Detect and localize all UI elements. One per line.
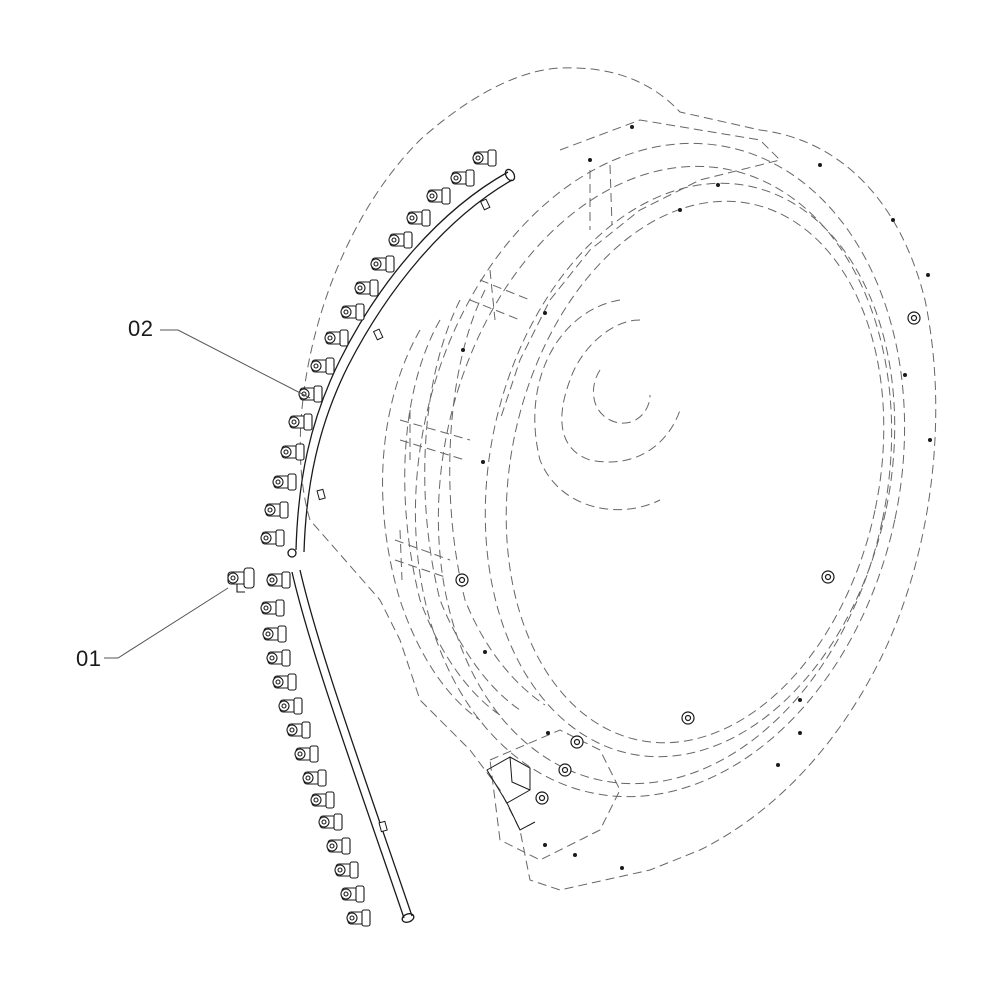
nozzle xyxy=(388,231,413,249)
nozzle xyxy=(340,885,365,903)
nozzle xyxy=(370,255,395,273)
callout-label-01: 01 xyxy=(76,646,102,671)
nozzle xyxy=(324,329,349,347)
nozzle xyxy=(450,169,475,187)
nozzle xyxy=(310,357,335,375)
nozzles-upper xyxy=(260,149,497,547)
lower-bracket xyxy=(486,756,536,831)
housing-phantom-outline xyxy=(299,67,937,891)
nozzle xyxy=(264,501,289,519)
nozzle xyxy=(354,279,379,297)
nozzle xyxy=(302,769,327,787)
housing-nuts xyxy=(455,311,921,805)
nozzle xyxy=(278,697,303,715)
nozzle xyxy=(472,149,497,167)
leader-02 xyxy=(160,329,311,399)
leader-lines xyxy=(104,329,311,659)
nozzle xyxy=(286,721,311,739)
nozzle xyxy=(310,791,335,809)
nozzle xyxy=(260,529,285,547)
part-01-nozzle xyxy=(227,567,255,593)
nozzle xyxy=(340,303,365,321)
nozzle xyxy=(280,443,305,461)
housing-holes xyxy=(461,125,932,870)
nozzle xyxy=(272,673,297,691)
nozzle xyxy=(260,599,285,617)
nozzle xyxy=(294,745,319,763)
nozzle xyxy=(406,209,431,227)
pipe-tabs xyxy=(316,198,491,833)
nozzle xyxy=(326,837,351,855)
nozzle xyxy=(426,187,451,205)
nozzle xyxy=(266,649,291,667)
nozzle xyxy=(288,413,313,431)
nozzle xyxy=(272,473,297,491)
callout-label-02: 02 xyxy=(128,316,154,341)
nozzle xyxy=(262,625,287,643)
nozzle xyxy=(334,861,359,879)
leader-01 xyxy=(104,587,229,659)
nozzles-lower xyxy=(260,571,371,927)
nozzle xyxy=(298,385,323,403)
nozzle xyxy=(318,813,343,831)
nozzle xyxy=(266,571,291,589)
manifold-pipe xyxy=(287,168,516,923)
nozzle xyxy=(346,909,371,927)
